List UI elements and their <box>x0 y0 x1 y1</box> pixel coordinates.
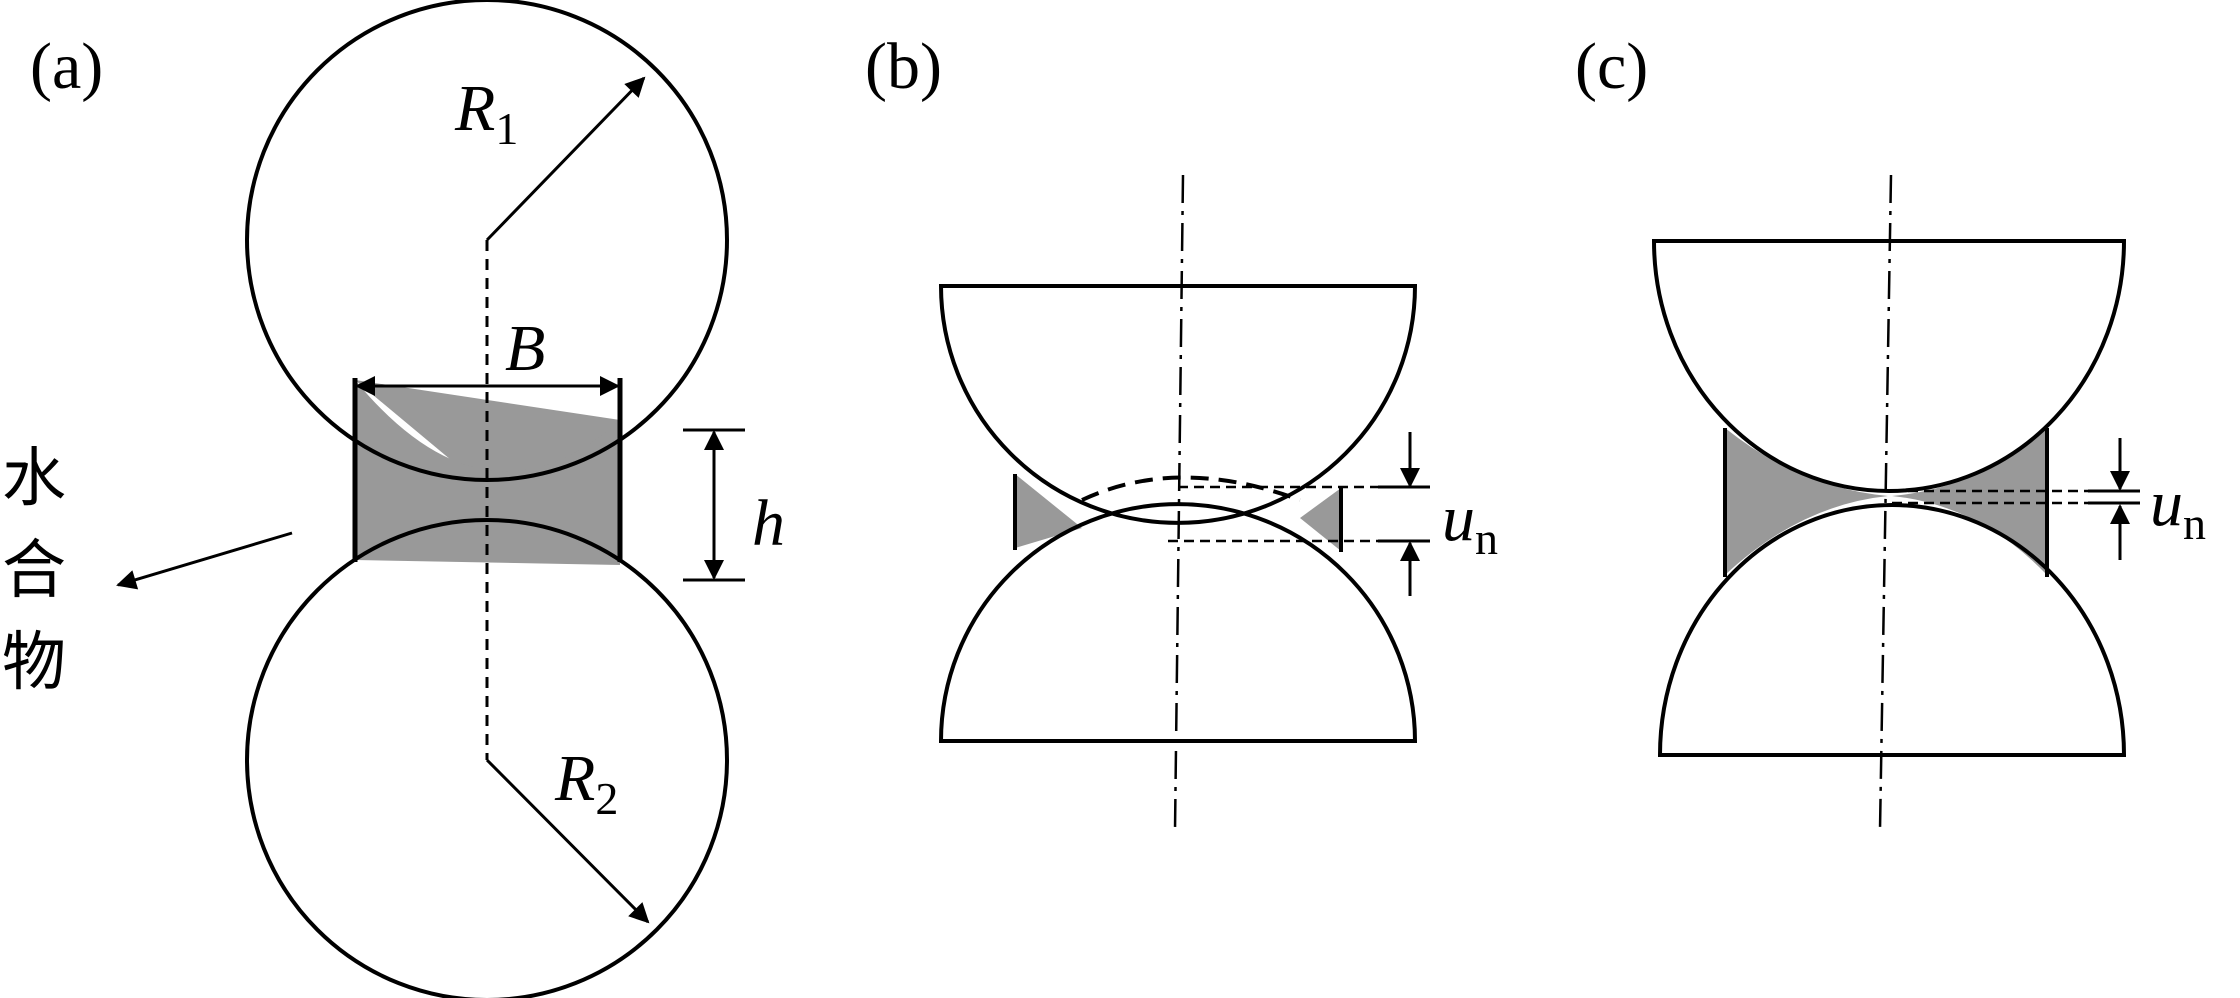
hydrate-label-char-3: 物 <box>2 626 66 700</box>
panel-c-tag: (c) <box>1575 30 1648 103</box>
symmetry-axis-b <box>1173 174 1185 831</box>
particle-2-halfdisk-c <box>1657 503 2127 757</box>
panel-a-tag: (a) <box>30 30 103 103</box>
un-label-b: un <box>1442 482 1498 564</box>
hydrate-right-piece-c <box>1892 428 2047 575</box>
particle-2-halfdisk <box>938 502 1418 743</box>
panel-b: (b) un <box>865 30 1498 831</box>
symmetry-axis-c <box>1878 174 1893 831</box>
hydrate-right-piece <box>1300 488 1341 551</box>
panel-b-tag: (b) <box>865 30 942 103</box>
particle-2-circle <box>245 518 729 998</box>
b-label: B <box>505 312 545 385</box>
r2-radius-arrow <box>485 758 650 924</box>
r1-radius-arrow <box>485 76 646 242</box>
panel-a: (a) R1 R2 B h 水 合 物 <box>2 0 785 998</box>
h-label: h <box>752 487 785 560</box>
hydrate-left-piece <box>1015 474 1082 548</box>
hydrate-pointer-arrow <box>116 531 293 590</box>
r2-label: R2 <box>554 742 618 824</box>
particle-1-circle <box>245 0 729 482</box>
r1-label: R1 <box>454 72 518 154</box>
hydrate-label-char-2: 合 <box>2 534 66 608</box>
particle-2-arc-dashed <box>1081 475 1301 502</box>
hydrate-label-char-1: 水 <box>2 442 66 516</box>
un-label-c: un <box>2150 467 2206 549</box>
hydrate-left-piece-c <box>1725 428 1888 575</box>
particle-1-halfdisk <box>938 284 1418 525</box>
panel-c: (c) un <box>1575 30 2206 831</box>
